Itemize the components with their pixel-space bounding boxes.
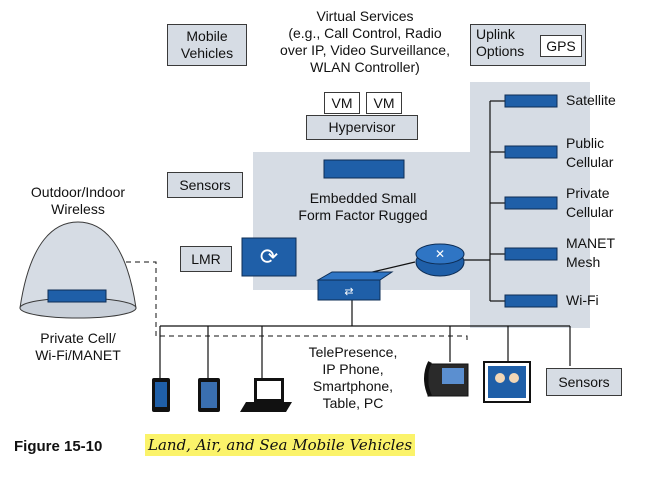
gps-box: GPS <box>540 35 582 57</box>
private-cell-label: Private Cell/ Wi-Fi/MANET <box>35 330 121 363</box>
uplink-label-manet-mesh: MANET Mesh <box>566 235 615 270</box>
sensors-box-bottom: Sensors <box>546 368 622 396</box>
wireless-dome-icon <box>19 221 137 309</box>
svg-text:✕: ✕ <box>435 247 445 261</box>
svg-text:⇄: ⇄ <box>344 285 353 298</box>
outdoor-wireless-label: Outdoor/Indoor Wireless <box>30 184 126 217</box>
vm-box-2: VM <box>366 92 402 114</box>
smartphone-icon <box>152 378 170 412</box>
lmr-box: LMR <box>180 246 232 272</box>
uplink-bus <box>462 100 505 302</box>
uplink-label-wifi: Wi-Fi <box>566 292 599 308</box>
telepresence-icon <box>483 361 531 403</box>
uplink-label-satellite: Satellite <box>566 92 616 108</box>
mobile-vehicles-box: Mobile Vehicles <box>167 24 247 66</box>
wireless-dashed-link <box>116 261 468 340</box>
embedded-rugged-label: Embedded Small Form Factor Rugged <box>298 190 428 223</box>
svg-text:⟳: ⟳ <box>260 245 278 270</box>
endpoints-label: TelePresence, IP Phone, Smartphone, Tabl… <box>308 344 398 411</box>
lmr-gateway-icon <box>241 237 297 277</box>
tablet-icon <box>198 378 220 412</box>
network-backbone-region <box>253 82 590 328</box>
router-icon: ✕ <box>415 243 465 277</box>
vm-box-1: VM <box>324 92 360 114</box>
figure-number: Figure 15-10 <box>14 438 103 455</box>
hypervisor-box: Hypervisor <box>306 115 418 140</box>
uplink-options-label: Uplink Options <box>476 26 525 59</box>
access-point-icon <box>47 289 107 303</box>
laptop-icon <box>240 378 292 412</box>
switch-icon: ⇄ <box>316 271 394 301</box>
switch-links <box>159 261 571 378</box>
sensors-box-top: Sensors <box>167 172 243 198</box>
uplink-label-private-cellular: Private Cellular <box>566 185 614 220</box>
uplink-label-public-cellular: Public Cellular <box>566 135 614 170</box>
virtual-services-label: Virtual Services (e.g., Call Control, Ra… <box>280 8 450 75</box>
figure-title: Land, Air, and Sea Mobile Vehicles <box>145 434 416 456</box>
ip-phone-icon <box>424 361 469 397</box>
modem-icons <box>504 94 558 308</box>
rugged-server-icon <box>323 159 405 179</box>
